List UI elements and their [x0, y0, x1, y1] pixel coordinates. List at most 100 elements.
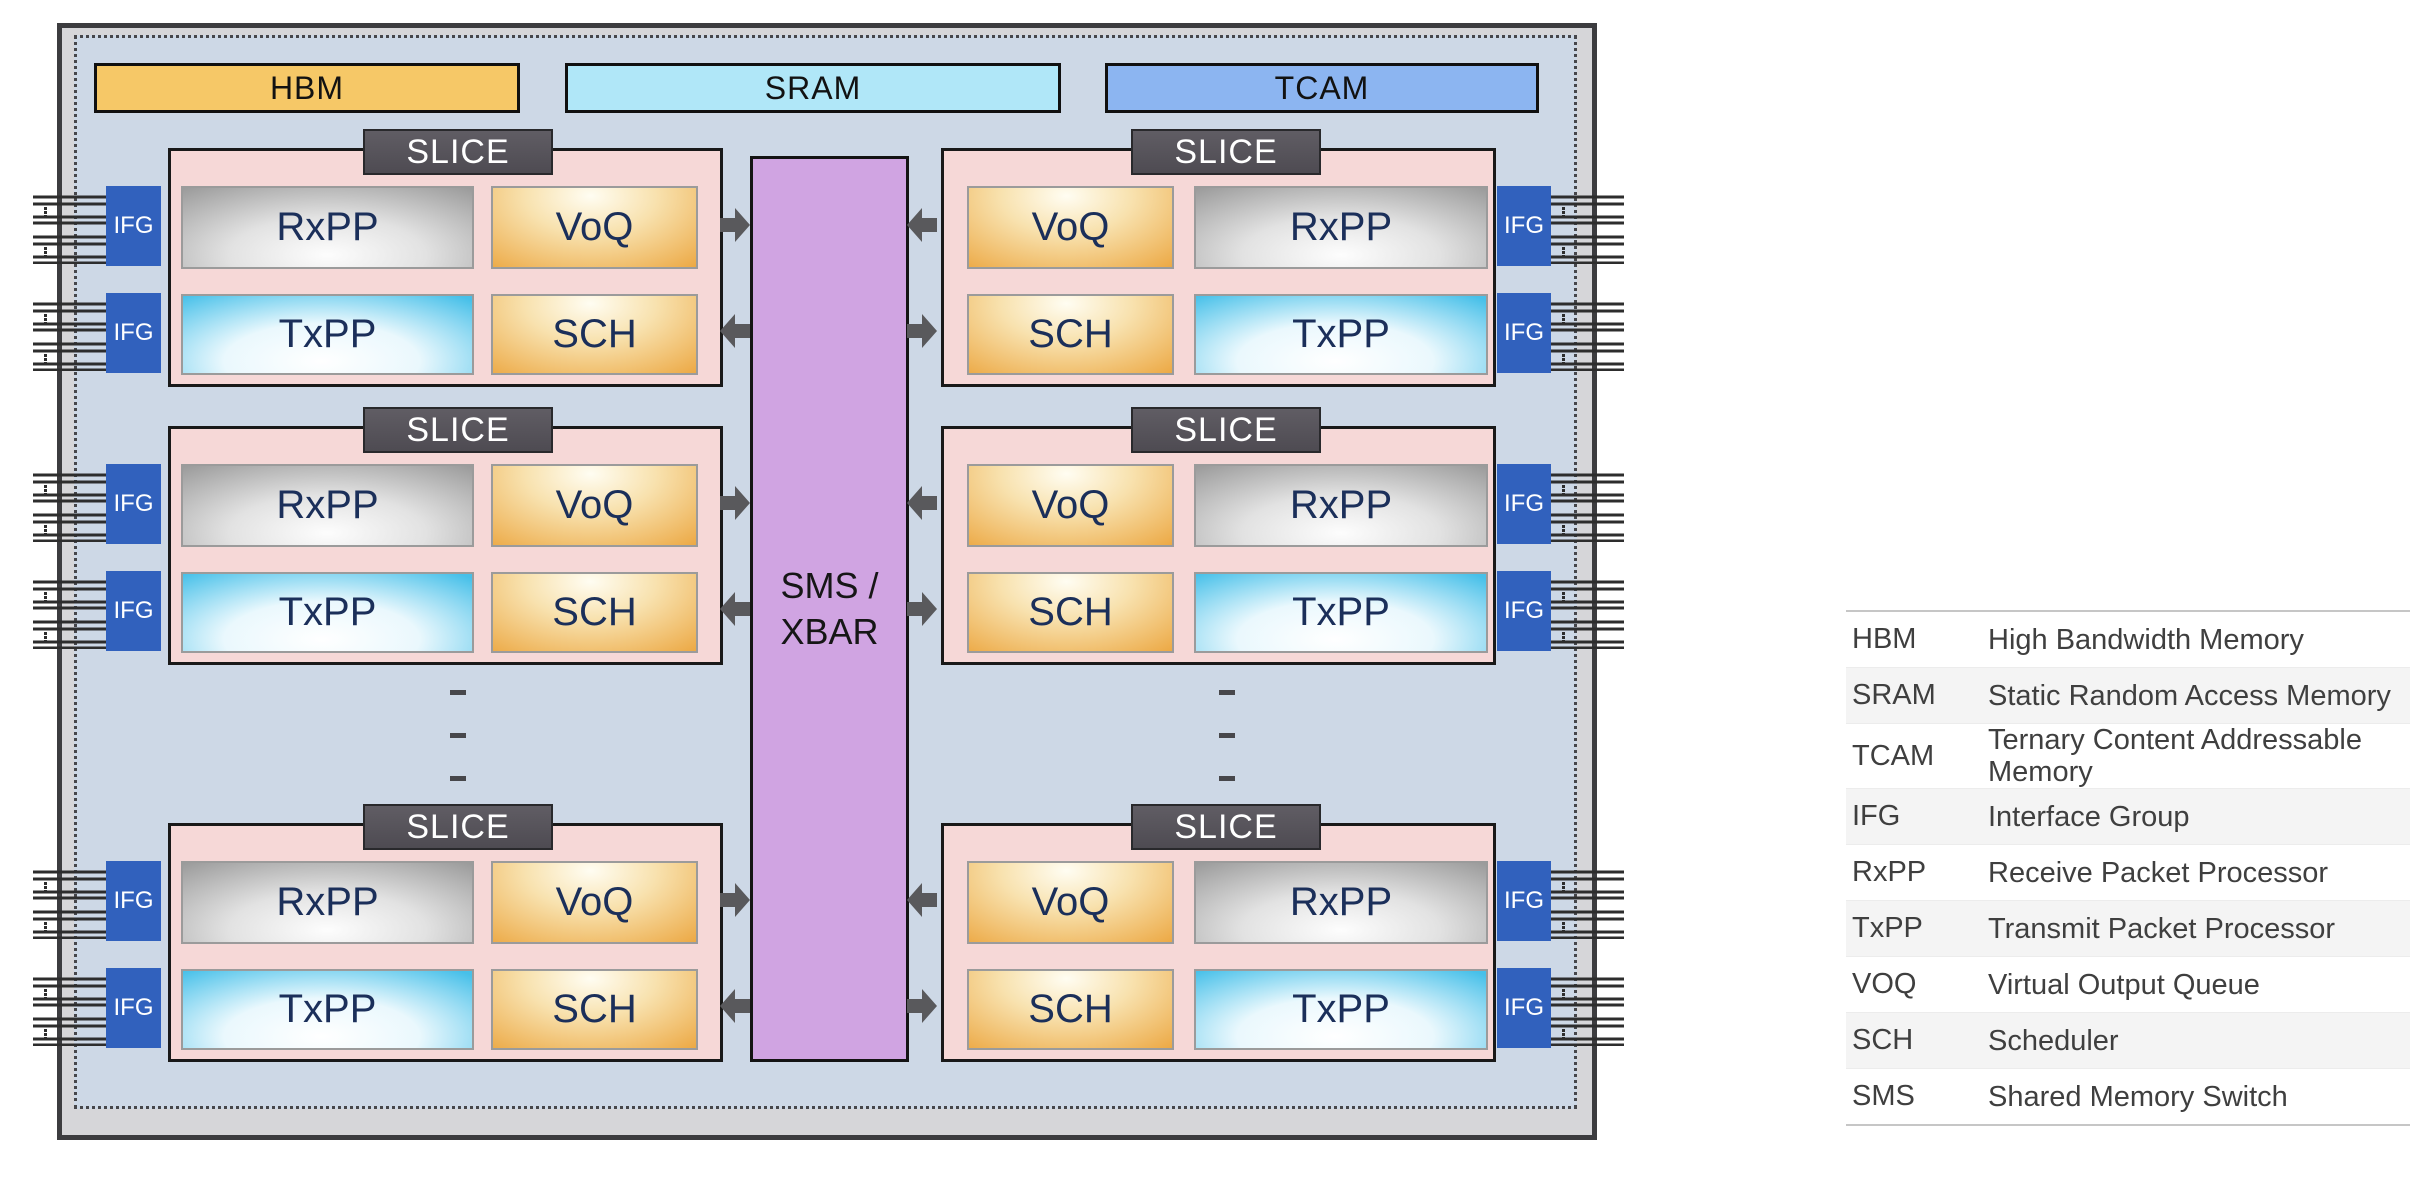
- rxpp-block: RxPP: [181, 186, 474, 269]
- sch-block: SCH: [491, 572, 698, 653]
- slice-middle-right: VoQ RxPP SCH TxPP: [941, 426, 1496, 665]
- txpp-block: TxPP: [181, 294, 474, 375]
- legend-abbr: VOQ: [1852, 968, 1917, 1000]
- legend-desc: Shared Memory Switch: [1988, 1080, 2288, 1113]
- ellipsis-dash: [1219, 733, 1235, 738]
- ifg-block: IFG: [1497, 186, 1551, 266]
- legend-row: HBM High Bandwidth Memory: [1846, 612, 2410, 667]
- wire-bundle: [1551, 579, 1624, 649]
- wire-bundle: [33, 976, 106, 1046]
- ifg-block: IFG: [1497, 861, 1551, 941]
- arrow-right-icon: [907, 592, 937, 626]
- legend-desc: Ternary Content Addressable Memory: [1988, 724, 2362, 788]
- arrow-right-icon: [720, 883, 750, 917]
- wire-bundle: [33, 869, 106, 939]
- slice-bottom-right: VoQ RxPP SCH TxPP: [941, 823, 1496, 1062]
- ellipsis-dash: [450, 690, 466, 695]
- arrow-left-icon: [720, 989, 750, 1023]
- ifg-block: IFG: [106, 861, 161, 941]
- slice-header: SLICE: [363, 804, 553, 850]
- voq-block: VoQ: [967, 861, 1174, 944]
- sch-block: SCH: [967, 294, 1174, 375]
- txpp-block: TxPP: [181, 969, 474, 1050]
- legend-abbr: IFG: [1852, 800, 1901, 832]
- legend-desc: Interface Group: [1988, 800, 2190, 833]
- legend-row: TCAM Ternary Content Addressable Memory: [1846, 723, 2410, 788]
- wire-bundle: [1551, 472, 1624, 542]
- legend-desc: Transmit Packet Processor: [1988, 912, 2336, 945]
- sch-block: SCH: [967, 969, 1174, 1050]
- arrow-left-icon: [907, 883, 937, 917]
- legend-row: SCH Scheduler: [1846, 1012, 2410, 1068]
- legend-row: IFG Interface Group: [1846, 788, 2410, 844]
- xbar-label-line1: SMS /: [780, 565, 879, 606]
- ellipsis-dash: [1219, 776, 1235, 781]
- legend-abbr: SMS: [1852, 1080, 1915, 1112]
- wire-bundle: [1551, 301, 1624, 371]
- txpp-block: TxPP: [1194, 294, 1488, 375]
- legend-row: RxPP Receive Packet Processor: [1846, 844, 2410, 900]
- rxpp-block: RxPP: [181, 464, 474, 547]
- slice-header: SLICE: [1131, 129, 1321, 175]
- rxpp-block: RxPP: [1194, 186, 1488, 269]
- txpp-block: TxPP: [1194, 969, 1488, 1050]
- arrow-right-icon: [720, 486, 750, 520]
- wire-bundle: [1551, 976, 1624, 1046]
- legend-desc: Receive Packet Processor: [1988, 856, 2329, 889]
- sch-block: SCH: [491, 294, 698, 375]
- legend-row: TxPP Transmit Packet Processor: [1846, 900, 2410, 956]
- slice-header: SLICE: [1131, 407, 1321, 453]
- wire-bundle: [33, 579, 106, 649]
- sch-block: SCH: [491, 969, 698, 1050]
- slice-top-left: RxPP VoQ TxPP SCH: [168, 148, 723, 387]
- legend-abbr: HBM: [1852, 623, 1917, 655]
- tcam-block: TCAM: [1105, 63, 1539, 113]
- slice-bottom-left: RxPP VoQ TxPP SCH: [168, 823, 723, 1062]
- legend-desc: Scheduler: [1988, 1024, 2119, 1057]
- wire-bundle: [1551, 869, 1624, 939]
- sch-block: SCH: [967, 572, 1174, 653]
- arrow-left-icon: [907, 486, 937, 520]
- ifg-block: IFG: [106, 968, 161, 1048]
- legend-desc: Virtual Output Queue: [1988, 968, 2260, 1001]
- arrow-right-icon: [907, 989, 937, 1023]
- legend-row: VOQ Virtual Output Queue: [1846, 956, 2410, 1012]
- arrow-left-icon: [720, 592, 750, 626]
- voq-block: VoQ: [491, 186, 698, 269]
- xbar-label-line2: XBAR: [780, 611, 879, 652]
- ifg-block: IFG: [1497, 571, 1551, 651]
- arrow-right-icon: [907, 314, 937, 348]
- voq-block: VoQ: [491, 861, 698, 944]
- rxpp-block: RxPP: [181, 861, 474, 944]
- sram-block: SRAM: [565, 63, 1061, 113]
- ellipsis-dash: [450, 776, 466, 781]
- legend-desc: High Bandwidth Memory: [1988, 623, 2304, 656]
- ifg-block: IFG: [106, 186, 161, 266]
- slice-header: SLICE: [363, 129, 553, 175]
- ifg-block: IFG: [1497, 968, 1551, 1048]
- arrow-left-icon: [907, 208, 937, 242]
- ifg-block: IFG: [1497, 293, 1551, 373]
- voq-block: VoQ: [967, 464, 1174, 547]
- legend-desc: Static Random Access Memory: [1988, 679, 2391, 712]
- slice-header: SLICE: [363, 407, 553, 453]
- txpp-block: TxPP: [181, 572, 474, 653]
- wire-bundle: [33, 472, 106, 542]
- ifg-block: IFG: [106, 464, 161, 544]
- rxpp-block: RxPP: [1194, 464, 1488, 547]
- slice-middle-left: RxPP VoQ TxPP SCH: [168, 426, 723, 665]
- ifg-block: IFG: [106, 293, 161, 373]
- ifg-block: IFG: [1497, 464, 1551, 544]
- arrow-right-icon: [720, 208, 750, 242]
- legend-row: SMS Shared Memory Switch: [1846, 1068, 2410, 1124]
- legend-abbr: SRAM: [1852, 679, 1936, 711]
- slice-header: SLICE: [1131, 804, 1321, 850]
- ifg-block: IFG: [106, 571, 161, 651]
- legend-abbr: RxPP: [1852, 856, 1927, 888]
- rxpp-block: RxPP: [1194, 861, 1488, 944]
- ellipsis-dash: [1219, 690, 1235, 695]
- arrow-left-icon: [720, 314, 750, 348]
- sms-xbar-block: SMS / XBAR: [750, 156, 909, 1062]
- wire-bundle: [1551, 194, 1624, 264]
